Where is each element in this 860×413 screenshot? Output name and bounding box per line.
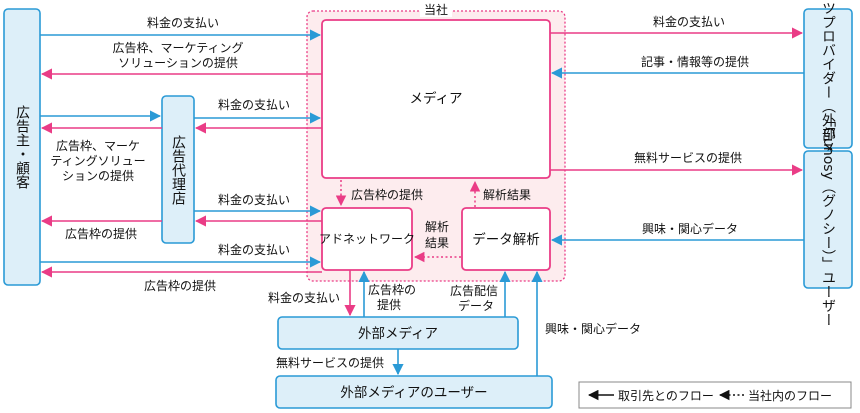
legend-partner-flow-label: 取引先とのフロー bbox=[618, 389, 714, 403]
company-area-label: 当社 bbox=[424, 2, 448, 17]
agency-label: 広告代理店 bbox=[170, 135, 186, 205]
content-provider-box bbox=[803, 8, 853, 149]
adnetwork-box bbox=[321, 207, 413, 271]
flow-agency-solution-label-2: ティングソリュー bbox=[50, 154, 145, 168]
legend-box bbox=[578, 381, 852, 409]
flow-ext-media-adspace-label-1: 広告枠の bbox=[368, 283, 416, 297]
flow-agency-solution-label-1: 広告枠、マーケ bbox=[56, 139, 140, 153]
flow-ext-media-ad-data-label-1: 広告配信 bbox=[450, 284, 498, 298]
flow-media-adspace-to-adnetwork-label: 広告枠の提供 bbox=[351, 187, 423, 202]
flow-analytics-result-to-adnetwork-label-1: 解析 bbox=[425, 220, 449, 234]
legend-internal-flow-label: 当社内のフロー bbox=[748, 388, 832, 403]
media-box bbox=[321, 19, 551, 179]
flow-agency-payment-to-media-label: 料金の支払い bbox=[218, 97, 290, 112]
users-box bbox=[803, 150, 853, 289]
flow-adnetwork-payment-to-ext-media-label: 料金の支払い bbox=[268, 290, 340, 305]
flow-user-interest-to-analytics-label: 興味・関心データ bbox=[642, 221, 738, 236]
flow-adnetwork-adspace-to-advertiser-label: 広告枠の提供 bbox=[144, 278, 216, 293]
media-label: メディア bbox=[409, 90, 462, 107]
flow-ext-media-adspace-label-2: 提供 bbox=[377, 297, 401, 312]
ext-users-box bbox=[275, 375, 553, 409]
flow-provider-articles-to-media-label: 記事・情報等の提供 bbox=[641, 54, 749, 69]
flow-media-payment-to-provider-label: 料金の支払い bbox=[653, 14, 725, 29]
flow-agency-solution-label-3: ションの提供 bbox=[62, 168, 134, 183]
flow-agency-payment-to-adnetwork-label: 料金の支払い bbox=[218, 192, 290, 207]
flow-analytics-result-to-adnetwork-label-2: 結果 bbox=[425, 236, 449, 250]
users-label: 「Gunosy（グノシー）」ユーザー bbox=[820, 113, 836, 327]
adnetwork-label: アドネットワーク bbox=[319, 232, 415, 246]
flow-ad-solution-to-advertiser-label-2: ソリューションの提供 bbox=[118, 55, 238, 70]
flow-ext-user-interest-to-analytics-label: 興味・関心データ bbox=[545, 321, 641, 336]
flow-free-service-to-users-label: 無料サービスの提供 bbox=[634, 150, 742, 165]
ext-users-label: 外部メディアのユーザー bbox=[340, 384, 487, 401]
flow-ext-media-ad-data-label-2: データ bbox=[458, 298, 494, 313]
advertiser-box bbox=[3, 8, 41, 286]
flow-free-service-to-ext-users-label: 無料サービスの提供 bbox=[276, 355, 384, 370]
flow-agency-adspace-label: 広告枠の提供 bbox=[65, 226, 137, 241]
flow-ad-solution-to-advertiser-label-1: 広告枠、マーケティング bbox=[112, 41, 243, 55]
analytics-label: データ解析 bbox=[472, 231, 540, 248]
analytics-box bbox=[461, 207, 551, 271]
agency-box bbox=[161, 95, 195, 244]
flow-analytics-result-to-media-label: 解析結果 bbox=[483, 188, 531, 202]
ext-media-label: 外部メディア bbox=[358, 325, 438, 342]
advertiser-label: 広告主・顧客 bbox=[14, 105, 30, 189]
flow-advertiser-payment-to-adnetwork-label: 料金の支払い bbox=[218, 242, 290, 257]
flow-payment-to-media-label: 料金の支払い bbox=[147, 15, 219, 30]
